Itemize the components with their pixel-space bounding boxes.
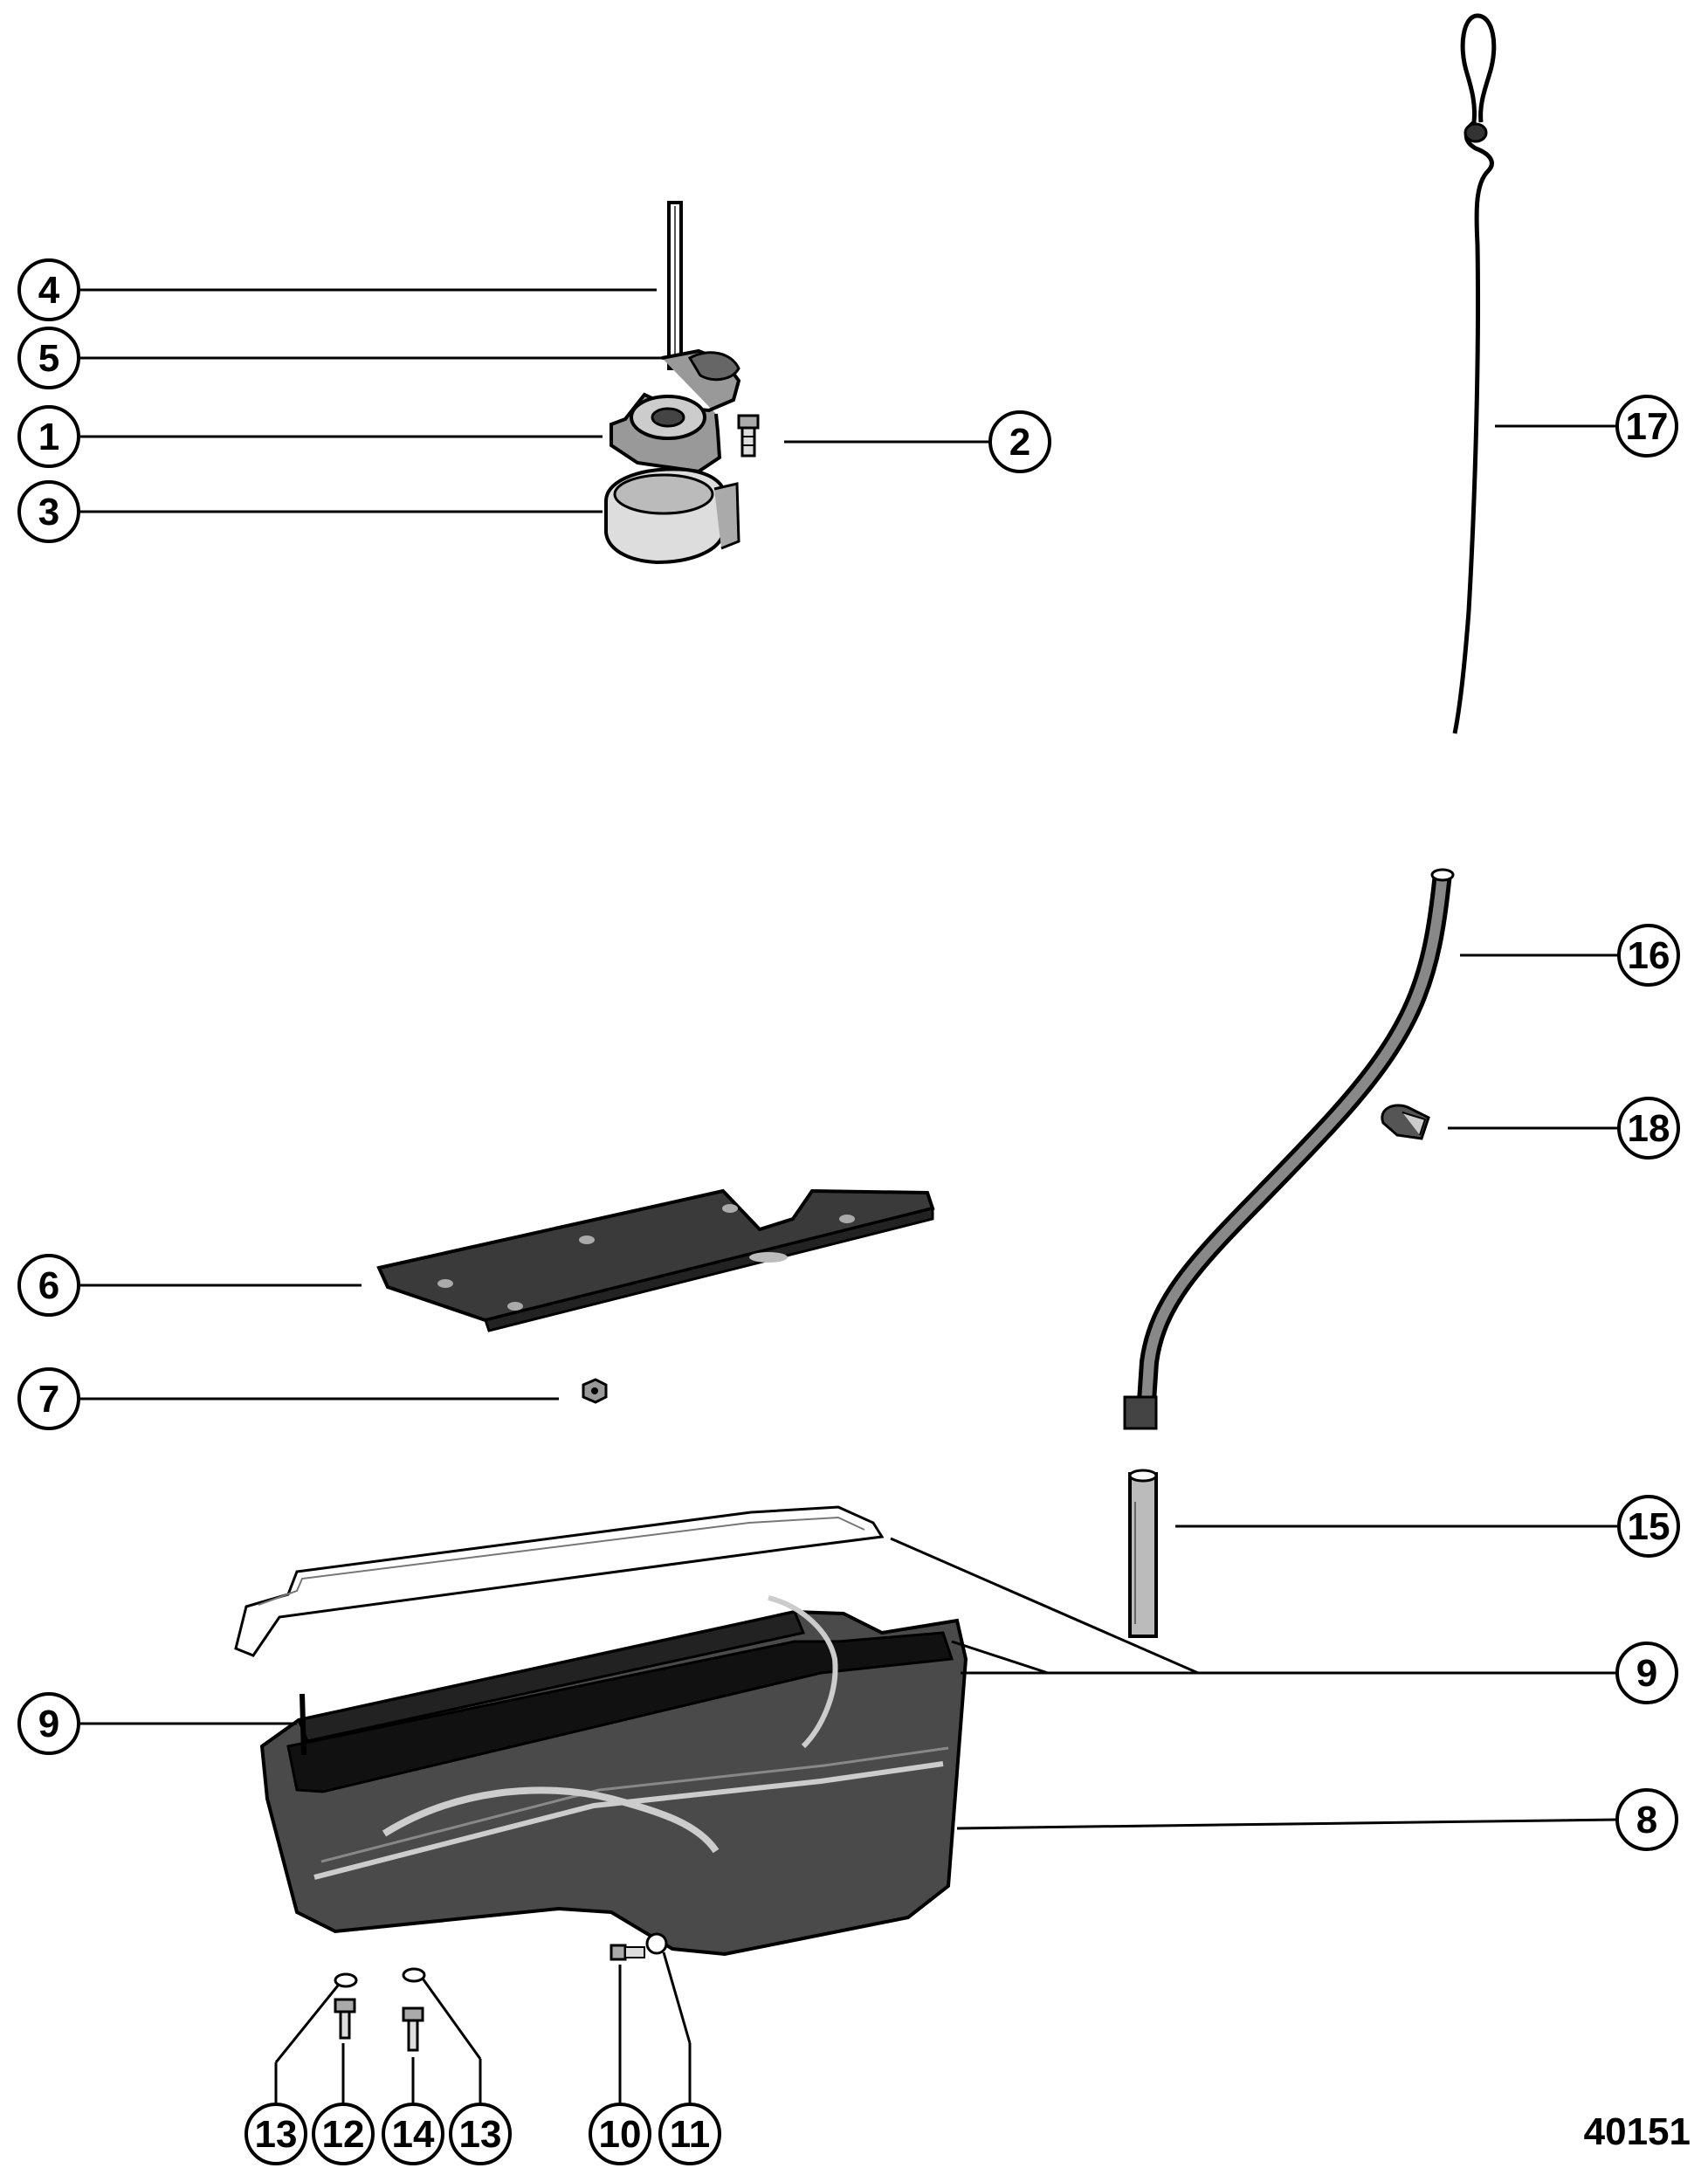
clip-part	[1381, 1104, 1430, 1140]
diagram-reference-number: 40151	[1584, 2110, 1691, 2153]
callout-9-right: 9	[1615, 1642, 1678, 1704]
svg-text:1: 1	[38, 416, 59, 458]
callout-18: 18	[1617, 1097, 1680, 1160]
svg-text:10: 10	[599, 2113, 642, 2156]
leader-lines	[80, 288, 1619, 2103]
svg-text:16: 16	[1628, 934, 1670, 977]
svg-text:11: 11	[670, 2113, 711, 2156]
callout-17: 17	[1615, 395, 1678, 458]
oil-pump-screen-part	[604, 467, 740, 565]
washer-part-13a	[334, 1972, 358, 1988]
svg-text:14: 14	[392, 2113, 435, 2156]
callout-9-left: 9	[17, 1692, 80, 1755]
tube-sleeve-part	[1128, 1469, 1158, 1638]
callout-16: 16	[1617, 924, 1680, 987]
svg-text:4: 4	[38, 269, 60, 312]
svg-text:2: 2	[1009, 421, 1030, 464]
svg-text:7: 7	[38, 1378, 59, 1421]
svg-text:15: 15	[1628, 1505, 1670, 1548]
bolt-part-12	[334, 1998, 356, 2040]
svg-text:3: 3	[38, 491, 59, 533]
callout-13-left: 13	[244, 2103, 307, 2165]
svg-text:13: 13	[255, 2113, 298, 2156]
callout-13-right: 13	[449, 2103, 512, 2165]
svg-text:17: 17	[1626, 405, 1669, 448]
callout-14: 14	[382, 2103, 444, 2165]
callout-10: 10	[589, 2103, 651, 2165]
callout-6: 6	[17, 1254, 80, 1317]
callout-11: 11	[658, 2103, 721, 2165]
dipstick-part	[1452, 13, 1497, 734]
callout-2: 2	[988, 410, 1051, 473]
callout-1: 1	[17, 405, 80, 468]
callout-12: 12	[312, 2103, 375, 2165]
oil-pan-part	[259, 1595, 968, 1957]
callout-5: 5	[17, 327, 80, 389]
callout-15: 15	[1617, 1495, 1680, 1558]
oil-pan-gasket-part	[234, 1505, 885, 1657]
svg-text:18: 18	[1628, 1107, 1670, 1150]
svg-text:13: 13	[459, 2113, 502, 2156]
washer-part-13b	[402, 1967, 426, 1983]
svg-text:9: 9	[38, 1703, 59, 1745]
drain-plug-part	[610, 1944, 645, 1961]
svg-text:12: 12	[322, 2113, 365, 2156]
nut-part	[582, 1378, 608, 1404]
callout-7: 7	[17, 1367, 80, 1430]
drain-plug-gasket-part	[645, 1932, 668, 1955]
bolt-part-2	[737, 414, 760, 458]
windage-tray-part	[376, 1188, 935, 1332]
svg-text:5: 5	[38, 337, 59, 380]
callout-4: 4	[17, 258, 80, 321]
dipstick-tube-part	[1123, 868, 1455, 1430]
bolt-part-14	[402, 2006, 424, 2052]
oil-pump-part	[610, 348, 741, 474]
svg-text:9: 9	[1636, 1652, 1657, 1695]
svg-text:8: 8	[1636, 1799, 1657, 1841]
callout-3: 3	[17, 480, 80, 543]
svg-text:6: 6	[38, 1264, 59, 1307]
oil-pump-shaft-part	[667, 201, 683, 370]
callout-8: 8	[1615, 1788, 1678, 1851]
